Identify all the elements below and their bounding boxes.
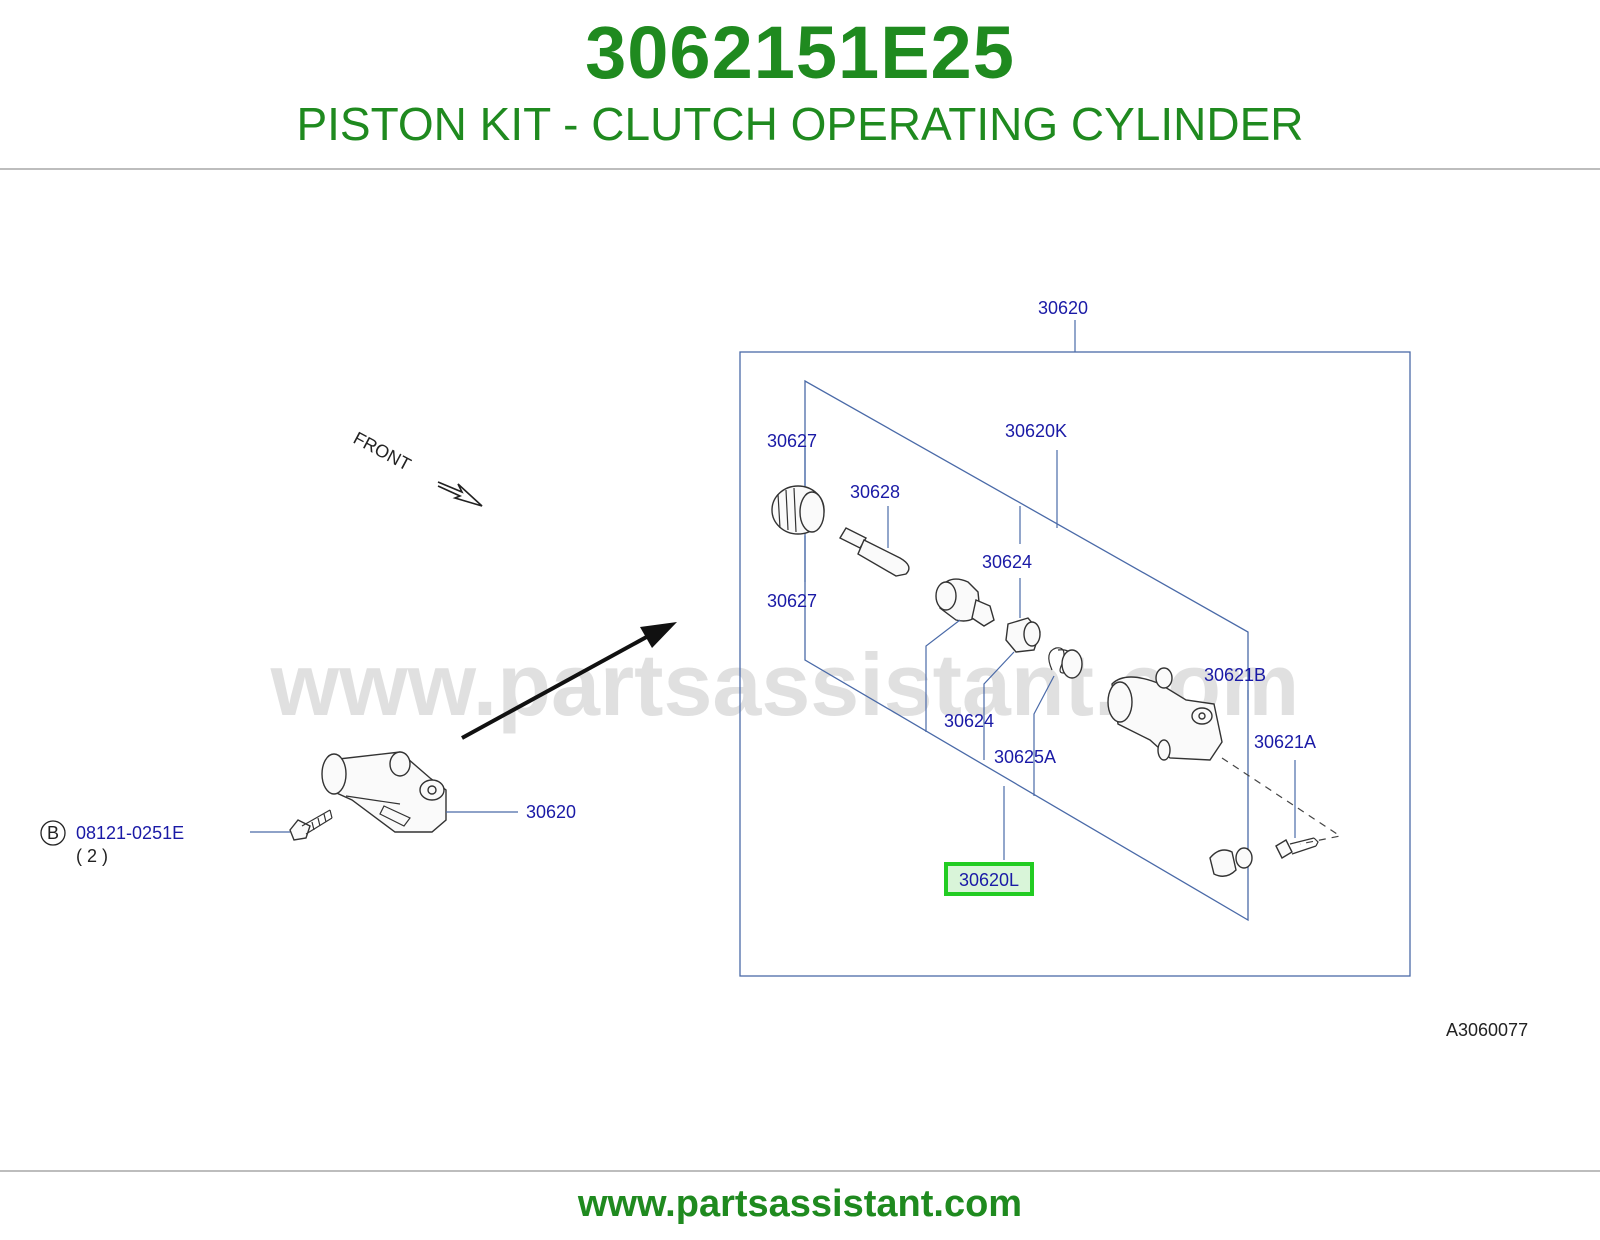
bleeder-guide-line xyxy=(1221,757,1342,845)
callout-body[interactable]: 30621B xyxy=(1204,665,1266,685)
lead-spring xyxy=(1033,675,1055,796)
callout-spring[interactable]: 30625A xyxy=(994,747,1056,767)
callout-piston-lower[interactable]: 30624 xyxy=(944,711,994,731)
bolt-ref-circle xyxy=(40,820,66,846)
part-name-subtitle: PISTON KIT - CLUTCH OPERATING CYLINDER xyxy=(296,98,1304,150)
callout-kit-k[interactable]: 30620K xyxy=(1005,421,1067,441)
spring-icon xyxy=(1048,647,1083,679)
part-number-title: 3062151E25 xyxy=(585,11,1015,94)
footer-divider xyxy=(0,1170,1600,1172)
figure-code: A3060077 xyxy=(1446,1020,1528,1040)
bolt-icon xyxy=(289,809,333,841)
cup-seal-icon xyxy=(1005,617,1041,653)
callout-assembly-top[interactable]: 30620 xyxy=(1038,298,1088,318)
dust-boot-icon xyxy=(771,485,825,535)
page-header: 3062151E25 PISTON KIT - CLUTCH OPERATING… xyxy=(0,0,1600,168)
footer-url-link[interactable]: www.partsassistant.com xyxy=(577,1183,1023,1225)
callout-boot-upper[interactable]: 30627 xyxy=(767,431,817,451)
clutch-cylinder-assembly-icon xyxy=(321,751,447,833)
lead-piston-lower xyxy=(925,619,961,732)
lead-piston-upper-down xyxy=(983,651,1015,760)
callout-assembly-left[interactable]: 30620 xyxy=(526,802,576,822)
bleeder-screw-icon xyxy=(1275,837,1319,859)
callout-boot-lower[interactable]: 30627 xyxy=(767,591,817,611)
callout-bleeder[interactable]: 30621A xyxy=(1254,732,1316,752)
bolt-ref-letter: B xyxy=(47,823,59,843)
cylinder-body-icon xyxy=(1107,667,1223,761)
push-rod-icon xyxy=(839,527,910,577)
callout-piston-upper[interactable]: 30624 xyxy=(982,552,1032,572)
header-divider xyxy=(0,168,1600,170)
highlight-box xyxy=(944,862,1034,896)
bolt-quantity: ( 2 ) xyxy=(76,846,108,866)
piston-icon xyxy=(935,578,995,627)
direction-arrow-icon xyxy=(461,622,677,740)
callout-bolt[interactable]: 08121-0251E xyxy=(76,823,184,843)
callout-push-rod[interactable]: 30628 xyxy=(850,482,900,502)
front-label: FRONT xyxy=(350,428,414,475)
front-arrow-icon xyxy=(437,481,483,507)
bleeder-cap-icon xyxy=(1209,847,1253,877)
callout-kit-l[interactable]: 30620L xyxy=(959,870,1019,890)
